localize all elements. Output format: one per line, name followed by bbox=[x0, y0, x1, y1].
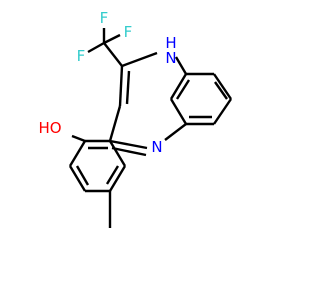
trifluoromethyl-group bbox=[87, 28, 123, 67]
hydroxyl-label: HO bbox=[38, 119, 61, 137]
fluorine-right-label: F bbox=[124, 23, 133, 41]
canvas-background bbox=[0, 0, 300, 300]
amine-nitrogen-label: N bbox=[165, 49, 176, 67]
benzo-ring bbox=[169, 72, 232, 126]
phenol-ring bbox=[68, 139, 127, 193]
fluorine-left-label: F bbox=[77, 47, 86, 65]
hydroxyl-bond bbox=[71, 134, 86, 143]
molecule-structure: HO H N N F F F bbox=[0, 0, 300, 300]
fluorine-top-label: F bbox=[100, 9, 109, 27]
diazepine-ring bbox=[108, 51, 188, 157]
amine-hydrogen-label: H bbox=[165, 34, 176, 52]
imine-nitrogen-label: N bbox=[151, 138, 162, 156]
